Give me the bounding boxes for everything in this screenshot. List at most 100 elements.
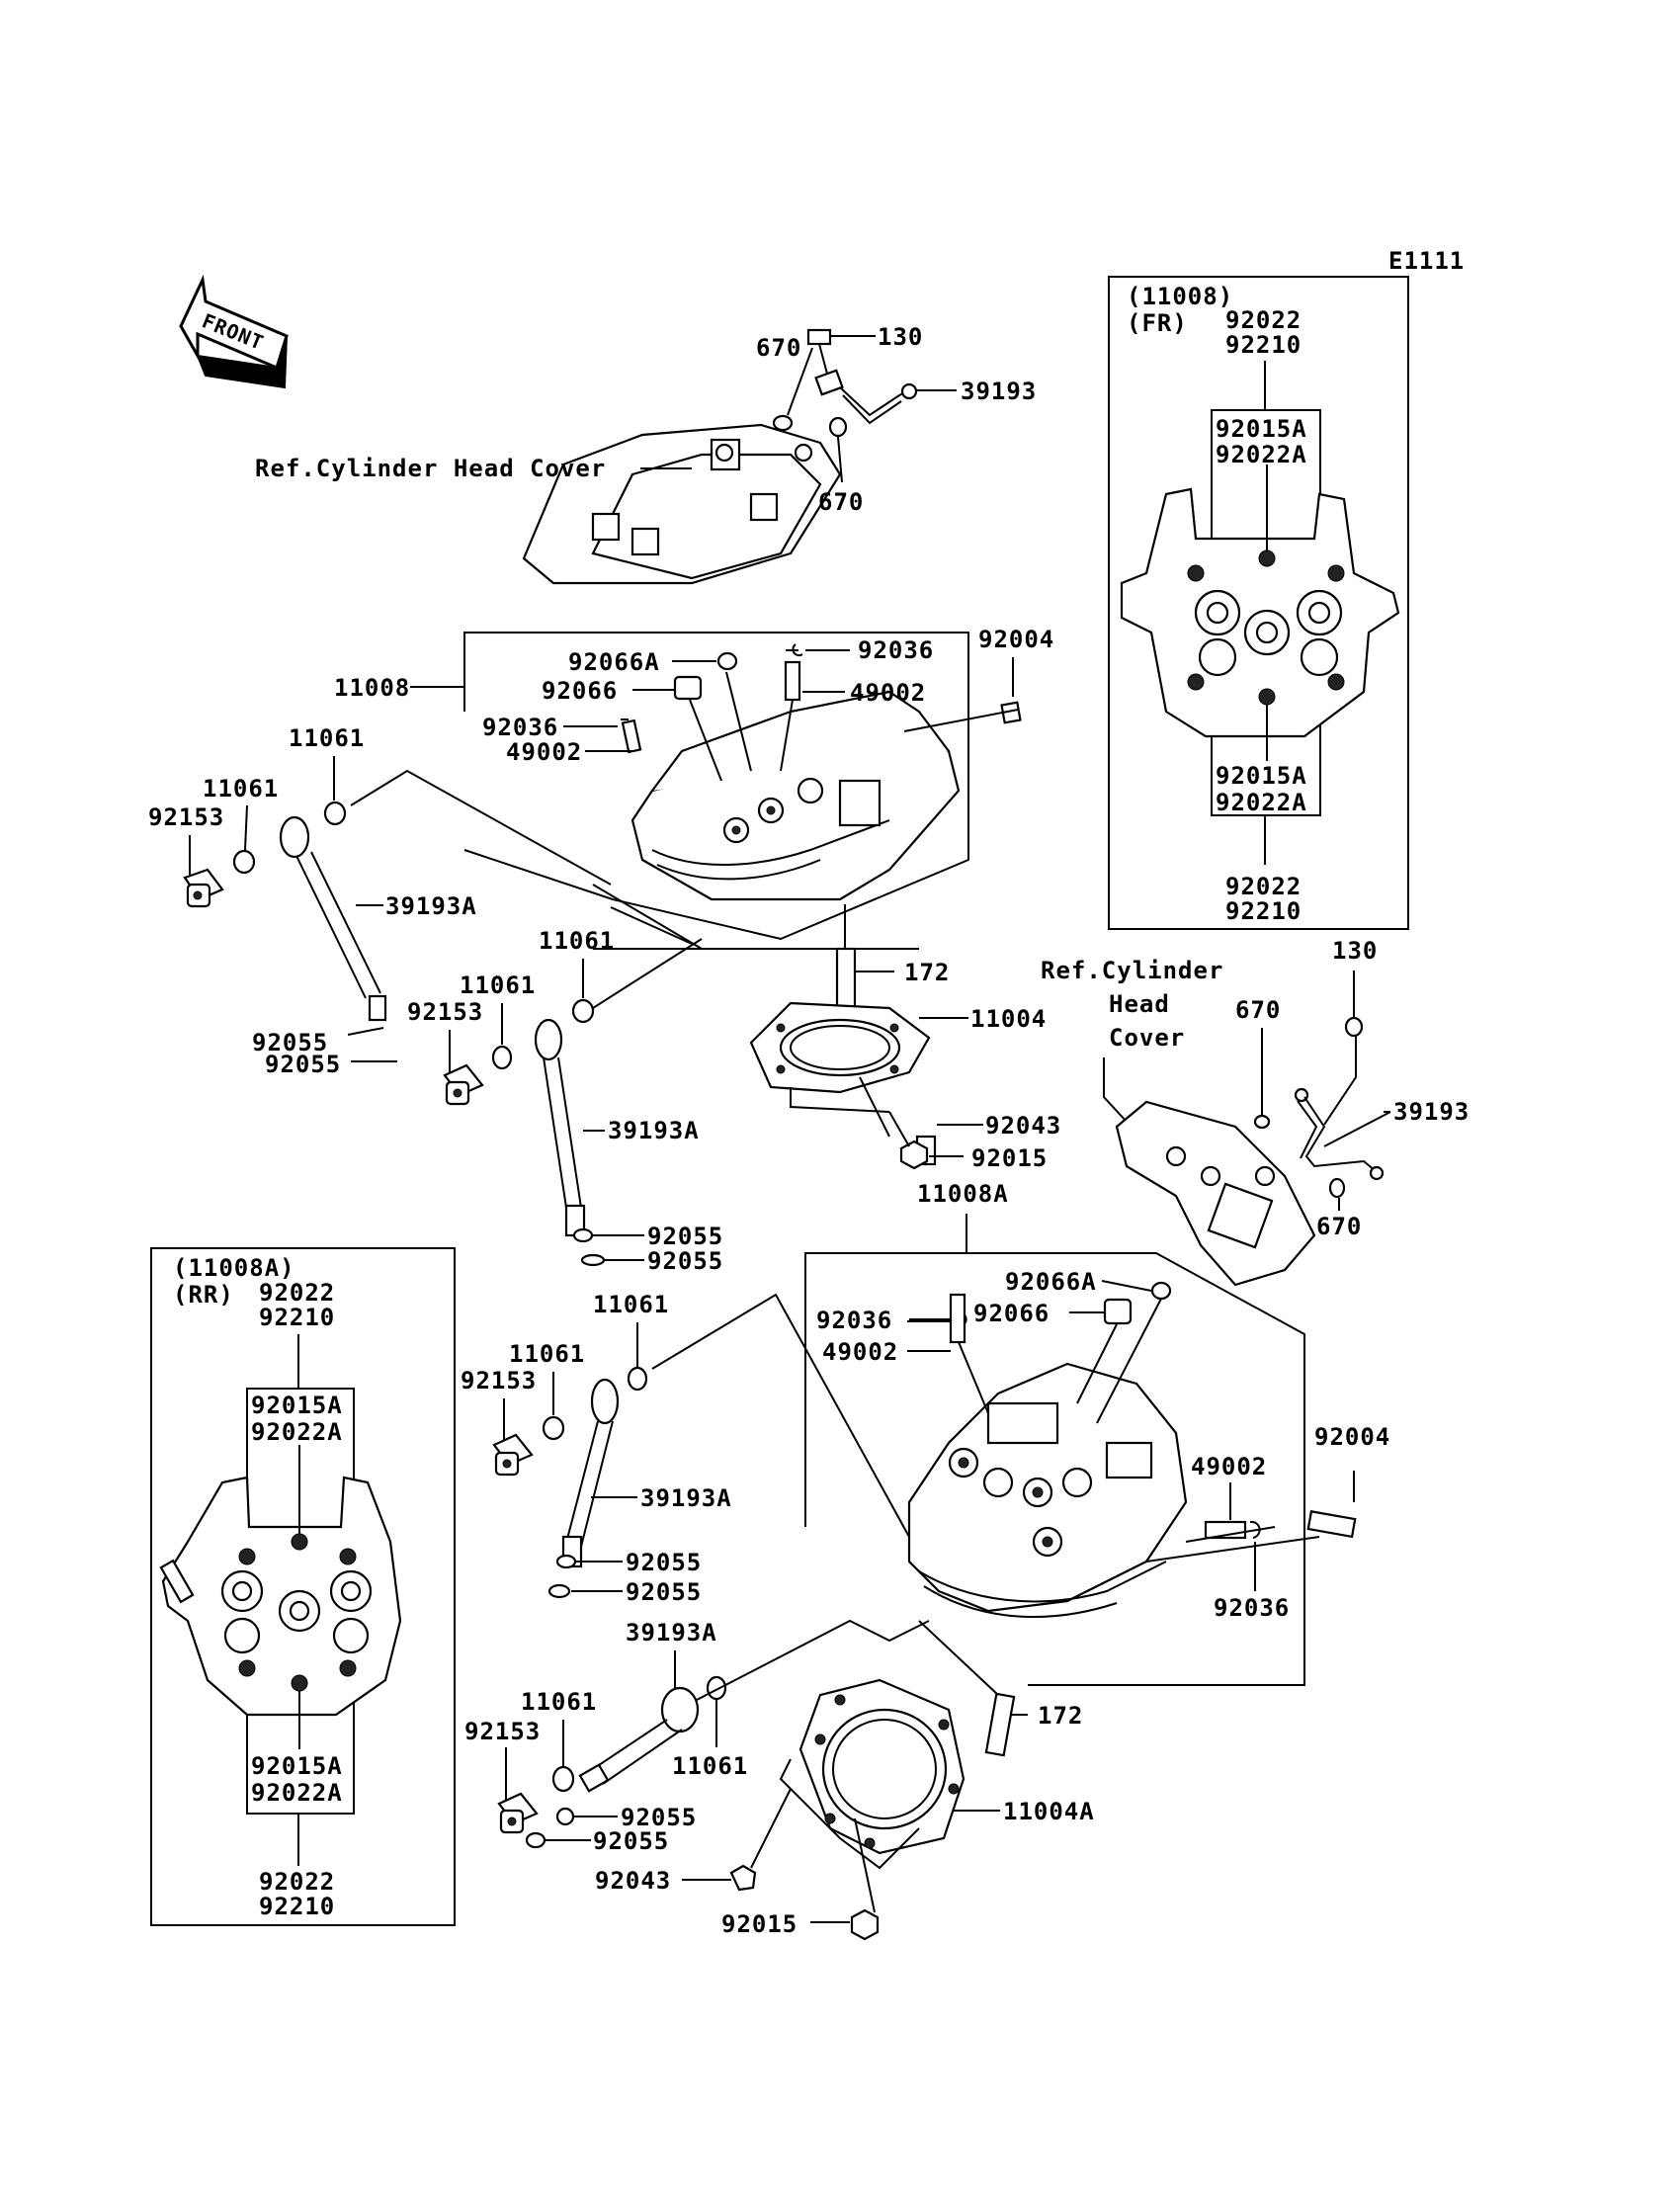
plug-92066A-front xyxy=(716,651,738,671)
label-92036-1: 92036 xyxy=(858,636,934,664)
diagram-code: E1111 xyxy=(1388,247,1465,275)
fr-box-low2: 92022A xyxy=(1216,789,1307,816)
stud-172-front xyxy=(835,947,857,1010)
label-92055-1: 92055 xyxy=(252,1029,328,1056)
label-head-rear: Head xyxy=(1109,990,1170,1018)
nut-92015-rear xyxy=(850,1908,880,1941)
fr-box-tag: (FR) xyxy=(1127,309,1188,337)
dowel-49002-front xyxy=(784,660,801,702)
label-92015-1: 92015 xyxy=(971,1144,1048,1172)
label-92055-7: 92055 xyxy=(621,1804,697,1831)
oring-92055-5 xyxy=(555,1554,577,1569)
label-cover-rear: Cover xyxy=(1109,1024,1185,1052)
plug-92066-rear xyxy=(1103,1298,1133,1325)
rr-box-top2: 92210 xyxy=(259,1304,335,1331)
label-ref-cylinder-head-cover-top: Ref.Cylinder Head Cover xyxy=(255,455,606,482)
bolt-92153-3 xyxy=(492,1433,534,1477)
washer-11061-3 xyxy=(571,998,595,1024)
fr-box-top2: 92210 xyxy=(1225,331,1302,359)
label-49002-3: 49002 xyxy=(822,1338,898,1366)
label-92153-2: 92153 xyxy=(407,998,483,1026)
stud-92004-rear xyxy=(1306,1510,1357,1539)
label-92055-3: 92055 xyxy=(647,1223,723,1250)
washer-11061-8 xyxy=(551,1765,575,1793)
oring-92055-4 xyxy=(580,1253,606,1267)
oil-pipe-39193A-rear-right xyxy=(578,1686,700,1793)
label-92036-4: 92036 xyxy=(1214,1594,1290,1622)
label-ref-cylinder-rear: Ref.Cylinder xyxy=(1041,957,1223,984)
rr-box-low2: 92022A xyxy=(251,1779,343,1807)
label-670-rear-2: 670 xyxy=(1316,1213,1362,1240)
fr-box-bot1: 92022 xyxy=(1225,873,1302,900)
rr-box-mid2: 92022A xyxy=(251,1418,343,1446)
front-cylinder-head xyxy=(463,632,969,941)
label-39193A-3: 39193A xyxy=(640,1484,732,1512)
bolt-92153-4 xyxy=(497,1792,539,1834)
label-130-top: 130 xyxy=(878,323,923,351)
label-92153-4: 92153 xyxy=(464,1718,541,1745)
label-11061-7: 11061 xyxy=(672,1752,748,1780)
washer-11061-4 xyxy=(491,1045,513,1070)
stud-92004-front xyxy=(1000,701,1022,724)
stud-172-rear xyxy=(984,1692,1016,1757)
label-11008: 11008 xyxy=(334,674,410,702)
label-11061-5: 11061 xyxy=(593,1291,669,1318)
rr-box-bot2: 92210 xyxy=(259,1893,335,1920)
rear-head-cover xyxy=(1115,1100,1316,1287)
washer-11061-5 xyxy=(627,1366,648,1392)
fr-box-top1: 92022 xyxy=(1225,306,1302,334)
washer-670-rear-2 xyxy=(1328,1177,1346,1199)
label-92066-2: 92066 xyxy=(973,1300,1050,1327)
fr-box-bot2: 92210 xyxy=(1225,897,1302,925)
fr-box-mid1: 92015A xyxy=(1216,415,1307,443)
rr-box-tag: (RR) xyxy=(173,1281,234,1309)
washer-11061-6 xyxy=(542,1415,565,1441)
label-39193A-1: 39193A xyxy=(385,892,477,920)
head-gasket-11004 xyxy=(749,1001,931,1094)
rr-head-top-view xyxy=(159,1476,402,1717)
oil-pipe-39193A-front-right xyxy=(534,1018,586,1237)
label-92055-5: 92055 xyxy=(626,1549,702,1576)
label-92153-3: 92153 xyxy=(461,1367,537,1394)
label-92036-2: 92036 xyxy=(482,714,558,741)
oring-92055-3 xyxy=(572,1227,594,1243)
oring-92055-6 xyxy=(547,1583,571,1599)
label-92066A-1: 92066A xyxy=(568,648,660,676)
fr-detail-box xyxy=(1108,276,1409,930)
label-670-top: 670 xyxy=(756,334,801,362)
washer-670-rear-1 xyxy=(1253,1114,1271,1130)
label-92004-2: 92004 xyxy=(1314,1423,1390,1451)
bolt-130-rear xyxy=(1344,1016,1364,1038)
label-49002-2: 49002 xyxy=(506,738,582,766)
head-gasket-11004A xyxy=(798,1678,966,1855)
label-11061-3: 11061 xyxy=(539,927,615,955)
washer-11061-7 xyxy=(706,1675,727,1701)
rr-box-mid1: 92015A xyxy=(251,1392,343,1419)
label-39193-rear: 39193 xyxy=(1393,1098,1470,1126)
dowel-49002-front-2 xyxy=(621,718,642,754)
washer-11061-2 xyxy=(232,849,256,875)
label-11061-1: 11061 xyxy=(289,724,365,752)
oring-92055-8 xyxy=(525,1831,546,1849)
label-172-1: 172 xyxy=(904,959,950,986)
rr-box-ref: (11008A) xyxy=(173,1254,295,1282)
label-11004: 11004 xyxy=(970,1005,1047,1033)
label-92055-4: 92055 xyxy=(647,1247,723,1275)
plug-92066A-rear xyxy=(1150,1281,1172,1301)
dowel-92043-rear xyxy=(729,1864,757,1892)
label-11061-2: 11061 xyxy=(203,775,279,803)
front-arrow-icon: FRONT xyxy=(179,274,289,389)
label-92004-1: 92004 xyxy=(978,626,1054,653)
rr-box-low1: 92015A xyxy=(251,1752,343,1780)
fr-head-top-view xyxy=(1120,487,1400,738)
label-39193A-4: 39193A xyxy=(626,1619,717,1647)
front-head-cover xyxy=(522,423,842,585)
label-670-rear-1: 670 xyxy=(1235,996,1281,1024)
label-172-2: 172 xyxy=(1038,1702,1083,1730)
oil-pipe-assembly-front xyxy=(772,328,918,438)
oring-92055-7 xyxy=(555,1807,575,1826)
fr-box-ref: (11008) xyxy=(1127,283,1233,310)
oil-pipe-39193A-rear-left xyxy=(561,1378,620,1568)
bolt-92153-2 xyxy=(443,1063,484,1106)
label-92015-2: 92015 xyxy=(721,1910,798,1938)
